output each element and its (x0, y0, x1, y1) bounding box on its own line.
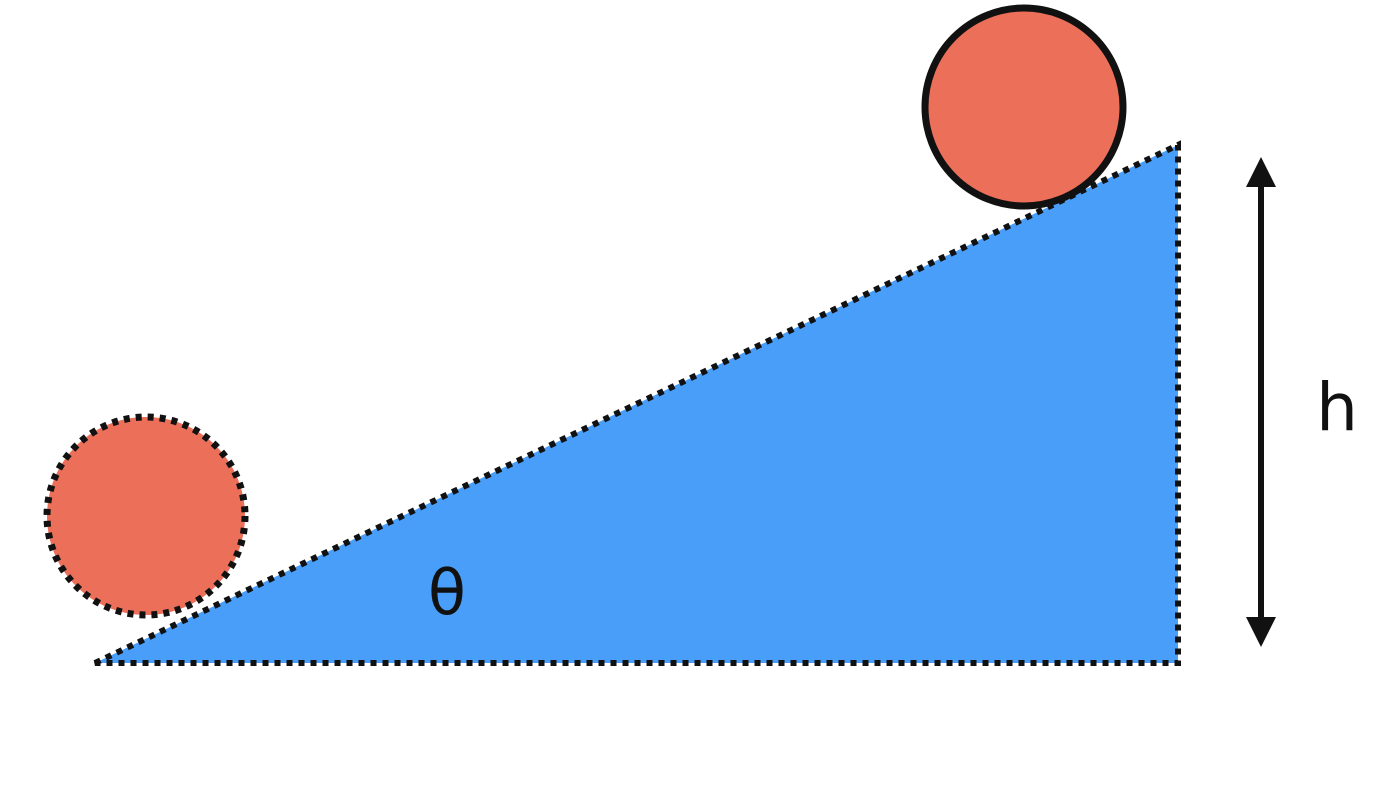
ball-bottom (43, 413, 249, 619)
inclined-plane (93, 140, 1181, 666)
height-label: h (1316, 369, 1358, 446)
angle-label: θ (428, 556, 466, 629)
ball-top (921, 4, 1127, 210)
